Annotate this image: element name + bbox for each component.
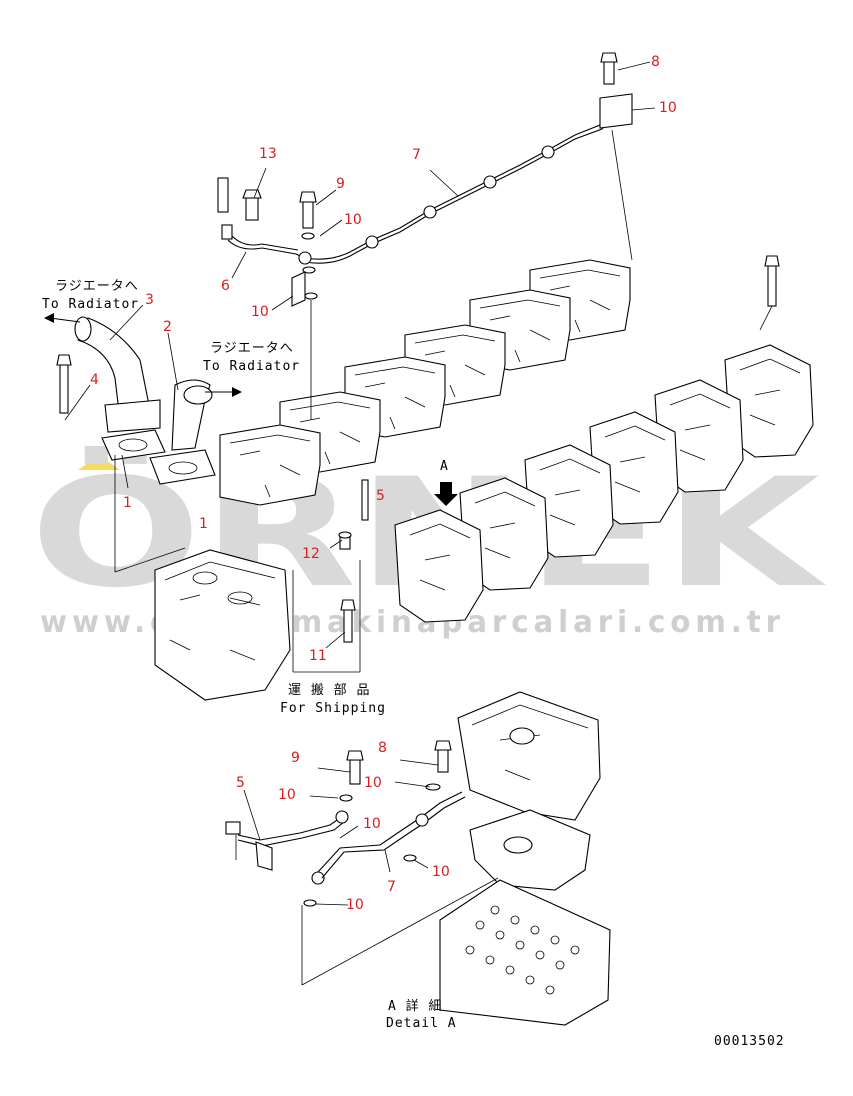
- for-shipping-jp: 運 搬 部 品: [288, 683, 370, 698]
- callout-1-a: 1: [123, 495, 132, 511]
- detail-a-en: Detail A: [386, 1016, 457, 1031]
- callout-10-detail-d: 10: [432, 864, 450, 880]
- callout-2: 2: [163, 319, 172, 335]
- callout-10-detail-b: 10: [278, 787, 296, 803]
- fuel-pipe-5-detail: [225, 810, 349, 871]
- fuel-pipe-7-detail: [311, 783, 466, 885]
- radiator-arrows: [44, 313, 242, 397]
- detail-a-assembly: [225, 691, 611, 1026]
- detail-a-holes: [465, 905, 580, 995]
- to-radiator-en-1: To Radiator: [42, 297, 139, 312]
- callout-9-top: 9: [336, 176, 345, 192]
- detail-a-jp: A 詳 細: [388, 998, 442, 1014]
- callout-11: 11: [309, 648, 327, 664]
- cylinder-heads-front-row: [394, 344, 814, 623]
- callout-8-top: 8: [651, 54, 660, 70]
- to-radiator-en-2: To Radiator: [203, 359, 300, 374]
- injector-right: [759, 255, 780, 331]
- callout-1-b: 1: [199, 516, 208, 532]
- part-callouts: 8 10 7 13 9 10 6 10 3 2 4 1 1 5 12 11 9 …: [90, 54, 677, 913]
- callout-8-detail: 8: [378, 740, 387, 756]
- callout-10-top: 10: [659, 100, 677, 116]
- view-a-label: A: [440, 459, 449, 474]
- bolt-4: [56, 354, 72, 414]
- for-shipping-en: For Shipping: [280, 701, 386, 716]
- callout-7-top: 7: [412, 147, 421, 163]
- bolts-detail: [303, 740, 452, 907]
- cylinder-head-left: [154, 549, 291, 701]
- callout-10-detail-e: 10: [346, 897, 364, 913]
- water-connector-2: [149, 379, 216, 485]
- callout-9-detail: 9: [291, 750, 300, 766]
- watermark-accent-mark: [78, 455, 120, 470]
- callout-12: 12: [302, 546, 320, 562]
- callout-5-top: 5: [376, 488, 385, 504]
- callout-7-detail: 7: [387, 879, 396, 895]
- callout-10-detail-c: 10: [363, 816, 381, 832]
- callout-5-detail: 5: [236, 775, 245, 791]
- leader-lines-detail: [243, 759, 499, 986]
- callout-10-detail-a: 10: [364, 775, 382, 791]
- fuel-pipe-6: [217, 177, 312, 265]
- callout-10-left: 10: [251, 304, 269, 320]
- water-connector-3: [74, 316, 166, 461]
- callout-4: 4: [90, 372, 99, 388]
- callout-10-mid: 10: [344, 212, 362, 228]
- to-radiator-jp-2: ラジエータへ: [210, 341, 294, 356]
- leader-lines-upper: [64, 61, 656, 649]
- callout-13: 13: [259, 146, 277, 162]
- to-radiator-jp-1: ラジエータへ: [55, 279, 139, 294]
- drawing-number: 00013502: [714, 1034, 785, 1049]
- bolts-upper: [291, 52, 618, 420]
- shipping-parts: [292, 479, 369, 673]
- view-a-arrow: [434, 482, 458, 506]
- callout-3: 3: [145, 292, 154, 308]
- cylinder-heads-back-row: [219, 259, 631, 506]
- callout-6: 6: [221, 278, 230, 294]
- annotation-labels: ラジエータへ To Radiator ラジエータへ To Radiator 運 …: [42, 279, 785, 1049]
- fuel-pipe-7-upper: [304, 93, 633, 264]
